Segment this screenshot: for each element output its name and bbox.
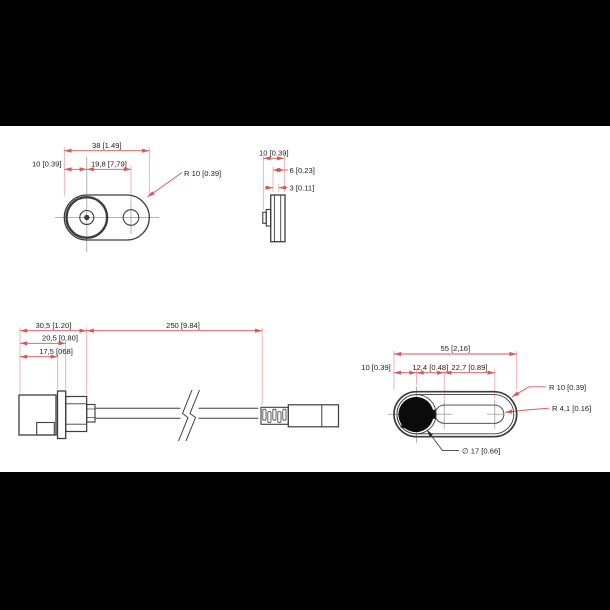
dim-hole-to-slot: 12,4 [0.48] bbox=[412, 363, 448, 372]
plug-body bbox=[287, 404, 340, 428]
dim-cable-length: 250 [9.84] bbox=[166, 321, 200, 330]
dim-hole-edge-offset: 10 [0.39] bbox=[32, 160, 62, 169]
cable-extension-lines bbox=[19, 327, 263, 405]
back-plate-slot bbox=[434, 404, 505, 424]
dim-connector-length: 30,5 [1.20] bbox=[35, 321, 71, 330]
connector-outline bbox=[18, 390, 96, 440]
front-view-part-outline bbox=[63, 194, 150, 241]
dim-hole-diameter: ∅ 17 [0.66] bbox=[462, 447, 500, 456]
side-view-dimension-lines bbox=[263, 156, 288, 190]
plug-outline bbox=[260, 404, 340, 428]
dim-plate-overall-width: 55 [2,16] bbox=[441, 344, 471, 353]
cable-lines bbox=[95, 407, 259, 419]
dim-plate-thickness: 6 [0.23] bbox=[290, 166, 315, 175]
side-view: 10 [0.39] 6 [0.23] 3 [0.11] bbox=[259, 148, 315, 243]
cable-assembly-view: 30,5 [1.20] 250 [9.84] 20,5 [0.80] 17,5 … bbox=[18, 321, 340, 442]
dim-hole-spacing: 19,8 [7,79] bbox=[91, 160, 127, 169]
cable-dimension-lines bbox=[20, 328, 263, 359]
front-view-dimension-lines bbox=[64, 148, 183, 198]
back-plate-extension-lines bbox=[393, 351, 518, 399]
back-plate-view: 55 [2,16] 10 [0.39] 12,4 [0.48] 22,7 [0.… bbox=[361, 344, 591, 455]
back-plate-dimension-lines bbox=[394, 351, 550, 414]
connector-tip bbox=[86, 403, 96, 423]
keyed-hole-right-lug bbox=[431, 409, 437, 419]
front-view-center-pin bbox=[84, 214, 90, 221]
dim-plate-corner-radius: R 10 [0.39] bbox=[549, 383, 586, 392]
dim-corner-radius: R 10 [0.39] bbox=[184, 169, 221, 178]
side-view-jack-tip bbox=[262, 211, 267, 224]
slot-radius-leader bbox=[504, 407, 550, 414]
front-view-extension-lines bbox=[63, 147, 150, 206]
front-view: 38 [1.49] 10 [0.39] 19,8 [7,79] R 10 [0.… bbox=[32, 141, 221, 252]
dim-slot-radius: R 4,1 [0.16] bbox=[552, 404, 591, 413]
back-plate-outline bbox=[393, 390, 518, 438]
dim-edge-to-hole: 10 [0.39] bbox=[361, 363, 391, 372]
front-view-center-hole bbox=[79, 209, 95, 226]
back-plate-outer-obround bbox=[393, 390, 518, 438]
connector-body-notch bbox=[36, 421, 55, 436]
keyed-hole-bottom-lug bbox=[400, 418, 411, 429]
dim-overall-thickness: 10 [0.39] bbox=[259, 148, 289, 157]
outer-radius-leader bbox=[511, 386, 546, 398]
front-view-boss-circle bbox=[65, 195, 109, 239]
dim-overall-width: 38 [1.49] bbox=[92, 141, 122, 150]
side-view-part-outline bbox=[262, 194, 286, 243]
drawing-sheet bbox=[0, 126, 610, 472]
dim-slot-length: 22,7 [0.89] bbox=[452, 363, 488, 372]
cable-break-icon bbox=[178, 389, 200, 442]
dim-body-length: 20,5 [0.80] bbox=[42, 334, 78, 343]
dim-step-thickness: 3 [0.11] bbox=[290, 184, 315, 193]
corner-radius-leader bbox=[147, 172, 183, 198]
front-view-mount-hole bbox=[122, 209, 140, 226]
dim-front-length: 17,5 [068] bbox=[39, 347, 73, 356]
